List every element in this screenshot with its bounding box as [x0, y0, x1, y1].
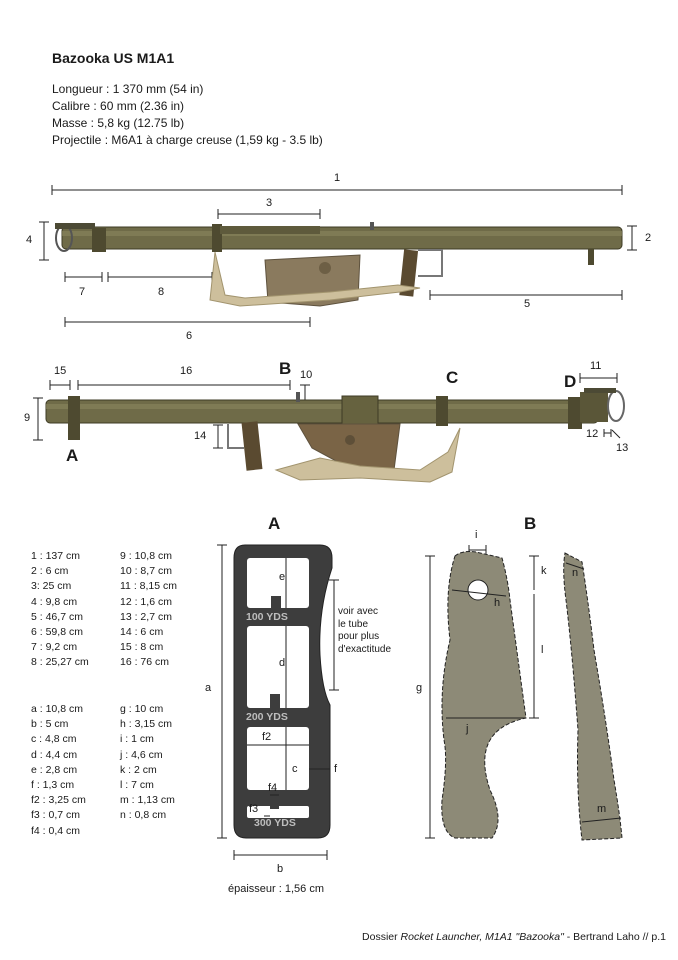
- dim-f: f: [334, 763, 338, 775]
- legend-item: 6 : 59,8 cm: [31, 626, 83, 639]
- part-b-heading: B: [524, 514, 537, 533]
- legend-column-1: 1 : 137 cm 2 : 6 cm 3: 25 cm 4 : 9,8 cm …: [31, 549, 89, 671]
- legend-item: 10 : 8,7 cm: [120, 565, 172, 578]
- point-b: B: [279, 359, 292, 378]
- dim-label-10: 10: [300, 369, 313, 381]
- bazooka-top-view: [55, 222, 623, 307]
- legend-item: n : 0,8 cm: [120, 809, 167, 822]
- dim-label-7: 7: [79, 286, 86, 298]
- dim-a: a: [205, 682, 212, 694]
- legend-item: 8 : 25,27 cm: [31, 656, 89, 669]
- dim-f3: f3: [249, 803, 259, 815]
- note-check-with-tube: voir avec le tube pour plus d'exactitude: [338, 606, 392, 655]
- marking-300-yds: 300 YDS: [254, 817, 296, 829]
- dim-label-5: 5: [524, 298, 531, 310]
- dim-label-1: 1: [334, 172, 341, 184]
- part-a-drawing: [217, 544, 339, 860]
- dim-label-12: 12: [586, 428, 599, 440]
- part-a-heading: A: [268, 514, 281, 533]
- dim-f2: f2: [262, 731, 272, 743]
- legend-item: g : 10 cm: [120, 703, 164, 715]
- legend-item: l : 7 cm: [120, 779, 154, 792]
- legend-item: e : 2,8 cm: [31, 763, 78, 776]
- legend-item: i : 1 cm: [120, 733, 154, 746]
- legend-item: 16 : 76 cm: [120, 656, 170, 669]
- legend-column-2: 9 : 10,8 cm 10 : 8,7 cm 11 : 8,15 cm 12 …: [120, 549, 177, 671]
- dim-e: e: [279, 571, 286, 583]
- part-b-drawing: [425, 545, 623, 841]
- dim-k: k: [541, 565, 547, 577]
- legend-item: 14 : 6 cm: [120, 626, 164, 639]
- legend-item: j : 4,6 cm: [120, 748, 163, 761]
- dim-d: d: [279, 657, 286, 669]
- point-a: A: [66, 446, 79, 465]
- legend-item: b : 5 cm: [31, 718, 69, 731]
- legend-item: 7 : 9,2 cm: [31, 641, 78, 654]
- dim-label-2: 2: [645, 232, 652, 244]
- dim-g: g: [416, 682, 423, 694]
- dim-b: b: [277, 863, 284, 875]
- dim-label-3: 3: [266, 197, 273, 209]
- legend-item: 13 : 2,7 cm: [120, 610, 172, 623]
- legend-column-4: g : 10 cm h : 3,15 cm i : 1 cm j : 4,6 c…: [120, 702, 175, 824]
- legend-item: 12 : 1,6 cm: [120, 595, 172, 608]
- dim-label-8: 8: [158, 286, 165, 298]
- dim-j: j: [466, 723, 469, 735]
- thickness-label: épaisseur : 1,56 cm: [228, 883, 324, 895]
- legend-item: 9 : 10,8 cm: [120, 550, 172, 562]
- bazooka-side-view: [45, 388, 625, 483]
- dim-label-15: 15: [54, 365, 67, 377]
- legend-item: 5 : 46,7 cm: [31, 610, 83, 623]
- dim-l: l: [541, 644, 544, 656]
- legend-item: f2 : 3,25 cm: [31, 794, 86, 807]
- dim-label-13: 13: [616, 442, 629, 454]
- dim-h: h: [494, 597, 501, 609]
- dim-label-11: 11: [590, 360, 602, 372]
- legend-item: f4 : 0,4 cm: [31, 824, 81, 837]
- legend-item: f : 1,3 cm: [31, 779, 75, 792]
- dim-label-16: 16: [180, 365, 193, 377]
- spec-length: Longueur : 1 370 mm (54 in): [52, 82, 204, 96]
- legend-item: 15 : 8 cm: [120, 641, 164, 654]
- legend-item: 3: 25 cm: [31, 580, 72, 593]
- dim-label-9: 9: [24, 412, 31, 424]
- dim-m: m: [597, 803, 607, 815]
- spec-caliber: Calibre : 60 mm (2.36 in): [52, 99, 185, 113]
- dim-label-4: 4: [26, 234, 33, 246]
- dim-n: n: [572, 567, 579, 579]
- legend-item: h : 3,15 cm: [120, 718, 172, 731]
- point-d: D: [564, 372, 577, 391]
- page-title: Bazooka US M1A1: [52, 50, 175, 66]
- dim-c: c: [292, 763, 298, 775]
- legend-item: f3 : 0,7 cm: [31, 809, 81, 822]
- legend-item: c : 4,8 cm: [31, 733, 77, 746]
- footer: Dossier Rocket Launcher, M1A1 "Bazooka" …: [362, 931, 666, 943]
- spec-projectile: Projectile : M6A1 à charge creuse (1,59 …: [52, 133, 323, 147]
- dim-f4: f4: [268, 782, 278, 794]
- legend-item: k : 2 cm: [120, 763, 157, 776]
- marking-200-yds: 200 YDS: [246, 711, 288, 723]
- spec-mass: Masse : 5,8 kg (12.75 lb): [52, 116, 185, 130]
- legend-item: m : 1,13 cm: [120, 794, 175, 807]
- dim-label-14: 14: [194, 430, 207, 442]
- legend-column-3: a : 10,8 cm b : 5 cm c : 4,8 cm d : 4,4 …: [31, 702, 86, 839]
- point-c: C: [446, 368, 459, 387]
- legend-item: d : 4,4 cm: [31, 748, 78, 761]
- legend-item: 2 : 6 cm: [31, 565, 69, 578]
- dim-label-6: 6: [186, 330, 193, 342]
- legend-item: 1 : 137 cm: [31, 550, 81, 562]
- dim-i: i: [475, 529, 478, 541]
- legend-item: 11 : 8,15 cm: [120, 580, 178, 593]
- legend-item: 4 : 9,8 cm: [31, 595, 78, 608]
- marking-100-yds: 100 YDS: [246, 611, 288, 623]
- legend-item: a : 10,8 cm: [31, 703, 83, 715]
